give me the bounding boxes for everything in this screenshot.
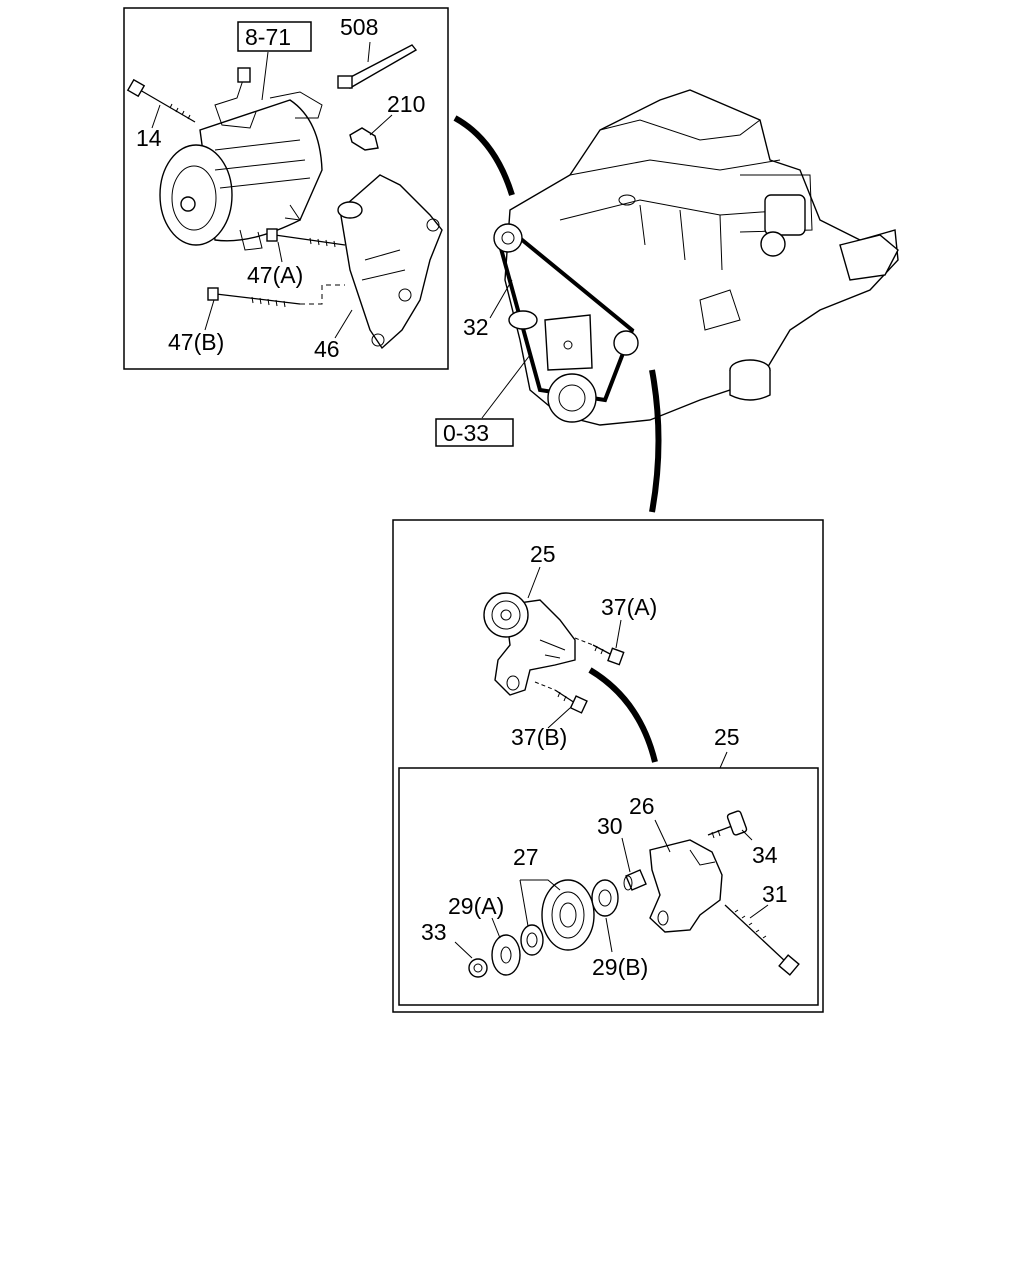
callout-25-detail: 25 — [714, 724, 740, 750]
tensioner-detail-frame — [398, 767, 819, 1006]
bolt-47b — [207, 287, 301, 308]
callout-47a: 47(A) — [247, 262, 303, 288]
ref-0-33: 0-33 — [443, 420, 489, 446]
callout-46: 46 — [314, 336, 340, 362]
pointer-arrow-detail — [588, 667, 658, 763]
bolt-37a — [592, 644, 625, 666]
callout-14: 14 — [136, 125, 162, 151]
callout-47b: 47(B) — [168, 329, 224, 355]
ref-box-8-71 — [237, 21, 312, 52]
bolt-47a — [266, 228, 346, 248]
spacer-30 — [623, 869, 647, 891]
compressor-wire — [214, 67, 257, 129]
compressor-panel: 8-71 508 210 14 47(A) 47(B) 46 — [123, 7, 449, 370]
callout-29a: 29(A) — [448, 893, 504, 919]
washer-29a — [491, 934, 521, 976]
tensioner-panel-frame — [392, 519, 824, 1013]
callout-31: 31 — [762, 881, 788, 907]
ref-8-71: 8-71 — [245, 24, 291, 50]
callout-25-top: 25 — [530, 541, 556, 567]
engine-assembly — [504, 89, 899, 426]
ref-box-0-33 — [435, 418, 514, 447]
callout-37b: 37(B) — [511, 724, 567, 750]
clip-210 — [349, 127, 379, 151]
bearing-27-small — [520, 924, 544, 956]
bolt-47b-dash — [300, 284, 345, 305]
callout-37a: 37(A) — [601, 594, 657, 620]
callout-34: 34 — [752, 842, 778, 868]
ac-compressor — [159, 91, 323, 251]
pulley-27 — [541, 879, 595, 951]
bearing-29b — [591, 879, 619, 917]
bolt-14 — [126, 78, 196, 123]
compressor-panel-frame — [123, 7, 449, 370]
callout-508: 508 — [340, 14, 378, 40]
pointer-arrow-compressor — [453, 115, 515, 196]
bolt-37b — [554, 689, 588, 714]
cable-tie-508 — [337, 44, 418, 89]
tensioner-arm-26 — [649, 839, 723, 933]
tensioner-panel: 25 37(A) 37(B) 25 — [392, 519, 824, 1013]
callout-32: 32 — [463, 314, 489, 340]
bolt-31 — [724, 904, 800, 976]
callout-26: 26 — [629, 793, 655, 819]
bolt-34 — [707, 810, 748, 839]
callout-30: 30 — [597, 813, 623, 839]
pointer-arrow-tensioner — [649, 369, 662, 513]
callout-27: 27 — [513, 844, 539, 870]
compressor-bracket — [337, 174, 443, 350]
drive-belt-32 — [493, 223, 639, 423]
tensioner-assembly-25 — [483, 592, 576, 696]
callout-210: 210 — [387, 91, 425, 117]
nut-33 — [468, 958, 488, 978]
callout-33: 33 — [421, 919, 447, 945]
callout-29b: 29(B) — [592, 954, 648, 980]
